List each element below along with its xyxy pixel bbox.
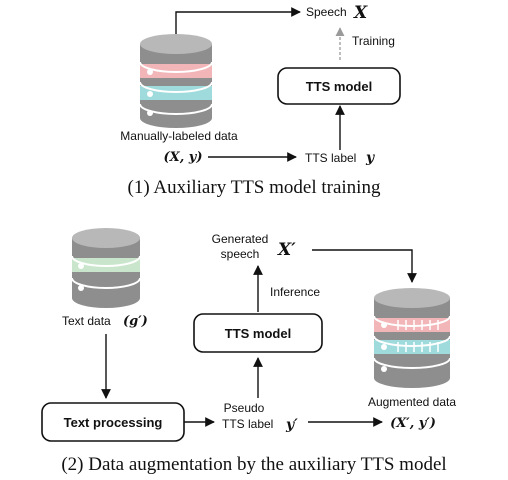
augmented-data-database-icon (373, 288, 451, 388)
tts-model-label-inference: TTS model (225, 326, 291, 341)
tts-model-label-training: TTS model (306, 79, 372, 94)
training-label: Training (352, 34, 395, 48)
caption-panel2: (2) Data augmentation by the auxiliary T… (61, 454, 446, 475)
text-data-var: (g′) (123, 314, 148, 329)
manual-data-database-icon (139, 34, 213, 128)
pseudo-var: y′ (285, 417, 298, 433)
generated-label-line1: Generated (212, 232, 269, 246)
manual-data-label: Manually-labeled data (120, 129, 238, 143)
tts-label-var: y (365, 150, 375, 166)
generated-var: X′ (277, 240, 296, 260)
pseudo-label-line2: TTS label (222, 417, 273, 431)
speech-label: Speech (306, 5, 347, 19)
augmented-data-label: Augmented data (368, 395, 456, 409)
augmented-data-var: (X′, y′) (390, 416, 436, 431)
tts-label-text: TTS label (305, 151, 356, 165)
text-processing-label: Text processing (64, 415, 163, 430)
pseudo-label-line1: Pseudo (224, 401, 265, 415)
arrow-generated-to-augmented (312, 249, 417, 283)
inference-label: Inference (270, 285, 320, 299)
caption-panel1: (1) Auxiliary TTS model training (128, 177, 381, 198)
tts-model-box-inference (193, 313, 323, 353)
tts-model-box-training (277, 67, 401, 105)
speech-var: X (353, 3, 368, 23)
text-data-database-icon (71, 228, 141, 308)
generated-label-line2: speech (221, 247, 260, 261)
manual-data-var: (X, y) (164, 150, 203, 165)
text-data-label: Text data (62, 314, 111, 328)
arrow-data-to-speech (175, 7, 301, 34)
